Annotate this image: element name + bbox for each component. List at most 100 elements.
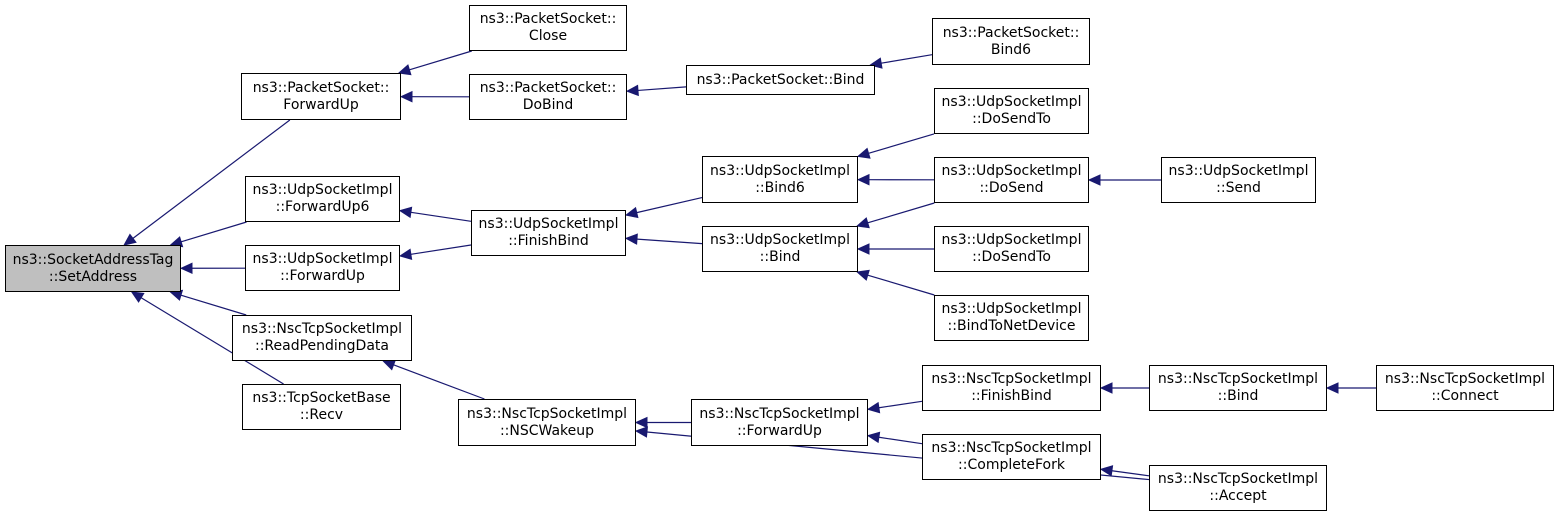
node-udpsocketimpl-forwardup6[interactable]: ns3::UdpSocketImpl ::ForwardUp6 [245,176,400,222]
node-label-line2: ::Bind [759,249,801,265]
arrowhead-icon [856,217,870,229]
edge-ps_close-to-ps_fwd [409,50,472,71]
node-udpsocketimpl-finishbind[interactable]: ns3::UdpSocketImpl ::FinishBind [471,210,626,256]
node-nsctcpsocketimpl-forwardup[interactable]: ns3::NscTcpSocketImpl ::ForwardUp [691,399,868,446]
node-label-line1: ns3::NscTcpSocketImpl [1157,471,1319,487]
node-label-line2: ::SetAddress [48,268,138,285]
node-packetsocket-dobind[interactable]: ns3::PacketSocket:: DoBind [469,74,627,120]
node-label-line2: ::ForwardUp [280,268,365,284]
edge-ps_bind-to-ps_dobind [637,86,687,92]
node-label-line2: ::ForwardUp6 [275,199,370,215]
arrowhead-icon [856,269,870,281]
arrowhead-icon [179,262,193,275]
arrowhead-icon [634,426,648,438]
node-tcpsocketbase-recv[interactable]: ns3::TcpSocketBase ::Recv [242,384,401,430]
node-label-line2: ::DoSend [979,180,1044,196]
arrowhead-icon [1087,174,1101,186]
node-label-line2: Bind6 [990,41,1032,58]
node-label-line1: ns3::TcpSocketBase [252,390,391,406]
node-label-line2: ::NSCWakeup [499,422,595,439]
arrowhead-icon [856,243,870,255]
edge-tcp_recv-to-root [140,297,284,385]
arrowhead-icon [1325,382,1339,394]
node-label-line2: ::FinishBind [508,233,589,249]
edge-nsc_complete-to-nsc_fwd [878,436,923,445]
node-udpsocketimpl-dosendto-1[interactable]: ns3::UdpSocketImpl ::DoSendTo [934,88,1089,134]
node-label-line1: ns3::UdpSocketImpl [941,94,1082,110]
arrowhead-icon [398,248,413,260]
node-label-line2: ::Accept [1209,488,1267,504]
node-label-line2: ::BindToNetDevice [947,318,1076,334]
node-udpsocketimpl-bindtonetdevice[interactable]: ns3::UdpSocketImpl ::BindToNetDevice [934,295,1089,341]
edge-udp_bind6-to-udp_finish [636,196,703,214]
arrowhead-icon [399,90,413,103]
node-udpsocketimpl-forwardup[interactable]: ns3::UdpSocketImpl ::ForwardUp [245,245,400,291]
node-nsctcpsocketimpl-nscwakeup[interactable]: ns3::NscTcpSocketImpl ::NSCWakeup [458,399,636,446]
node-packetsocket-bind[interactable]: ns3::PacketSocket::Bind [686,65,875,95]
node-label-line1: ns3::UdpSocketImpl [941,163,1082,179]
node-label-line1: ns3::PacketSocket::Bind [696,71,865,88]
node-nsctcpsocketimpl-connect[interactable]: ns3::NscTcpSocketImpl ::Connect [1376,365,1554,411]
edge-nsc_wake-to-nsc_read [393,364,485,400]
node-label-line1: ns3::NscTcpSocketImpl [1157,371,1319,387]
node-label-line2: ::DoSendTo [972,111,1051,127]
arrowhead-icon [624,233,638,245]
arrowhead-icon [856,173,870,186]
node-nsctcpsocketimpl-readpendingdata[interactable]: ns3::NscTcpSocketImpl ::ReadPendingData [232,315,412,361]
arrowhead-icon [866,401,881,414]
node-udpsocketimpl-dosendto-2[interactable]: ns3::UdpSocketImpl ::DoSendTo [934,226,1089,272]
edge-udp_finish-to-udp_fwd [410,244,472,255]
node-label-line2: DoBind [522,97,574,113]
node-label-line1: ns3::NscTcpSocketImpl [1384,371,1546,387]
edge-nsc_finish-to-nsc_fwd [878,400,923,409]
node-label-line1: ns3::SocketAddressTag [12,251,174,268]
node-udpsocketimpl-dosend[interactable]: ns3::UdpSocketImpl ::DoSend [934,157,1089,203]
node-nsctcpsocketimpl-accept[interactable]: ns3::NscTcpSocketImpl ::Accept [1149,465,1327,511]
node-label-line2: ::ForwardUp [737,422,822,439]
arrowhead-icon [625,84,639,97]
node-nsctcpsocketimpl-completefork[interactable]: ns3::NscTcpSocketImpl ::CompleteFork [922,434,1101,480]
node-label-line1: ns3::UdpSocketImpl [252,182,393,198]
edge-nsc_accept-to-nsc_complete [1111,470,1150,477]
arrowhead-icon [1099,382,1113,394]
node-label-line1: ns3::UdpSocketImpl [252,251,393,267]
node-packetsocket-bind6[interactable]: ns3::PacketSocket:: Bind6 [932,18,1090,65]
node-packetsocket-forwardup[interactable]: ns3::PacketSocket:: ForwardUp [241,73,401,120]
node-udpsocketimpl-bind[interactable]: ns3::UdpSocketImpl ::Bind [702,226,858,272]
node-udpsocketimpl-send[interactable]: ns3::UdpSocketImpl ::Send [1161,157,1316,203]
edge-ps_bind6-to-ps_bind [881,54,933,64]
node-label-line1: ns3::NscTcpSocketImpl [931,371,1092,387]
node-label-line2: ::Recv [299,407,344,423]
arrowhead-icon [382,359,397,371]
node-label-line1: ns3::NscTcpSocketImpl [241,321,403,337]
node-label-line1: ns3::UdpSocketImpl [941,301,1082,317]
edge-ps_fwd-to-root [132,119,291,239]
node-nsctcpsocketimpl-finishbind[interactable]: ns3::NscTcpSocketImpl ::FinishBind [922,365,1101,411]
edge-udp_dosendto1-to-udp_bind6 [868,133,935,154]
arrowhead-icon [866,431,881,444]
edge-udp_finish-to-udp_fwd6 [410,211,472,222]
node-nsctcpsocketimpl-bind[interactable]: ns3::NscTcpSocketImpl ::Bind [1149,365,1327,411]
arrowhead-icon [856,147,871,159]
node-label-line1: ns3::UdpSocketImpl [1168,163,1309,179]
node-label-line2: ::Connect [1431,388,1499,404]
arrowhead-icon [624,206,639,219]
node-label-line1: ns3::UdpSocketImpl [478,216,619,232]
node-label-line1: ns3::UdpSocketImpl [941,232,1082,248]
edge-udp_fwd6-to-root [180,221,247,243]
node-label-line2: ::FinishBind [971,388,1052,404]
node-label-line2: ::Bind6 [755,179,805,196]
node-packetsocket-close[interactable]: ns3::PacketSocket:: Close [469,5,627,51]
node-label-line2: ::Bind [1217,388,1259,404]
node-label-line1: ns3::PacketSocket:: [479,11,617,27]
node-label-line1: ns3::PacketSocket:: [252,79,390,96]
node-label-line2: ::Send [1216,180,1261,196]
arrowhead-icon [634,416,648,429]
node-label-line1: ns3::UdpSocketImpl [710,232,850,248]
node-udpsocketimpl-bind6[interactable]: ns3::UdpSocketImpl ::Bind6 [702,156,858,203]
node-label-line2: Close [528,28,568,44]
arrowhead-icon [1099,465,1114,477]
arrowhead-icon [397,64,412,76]
node-label-line2: ::DoSendTo [972,249,1051,265]
